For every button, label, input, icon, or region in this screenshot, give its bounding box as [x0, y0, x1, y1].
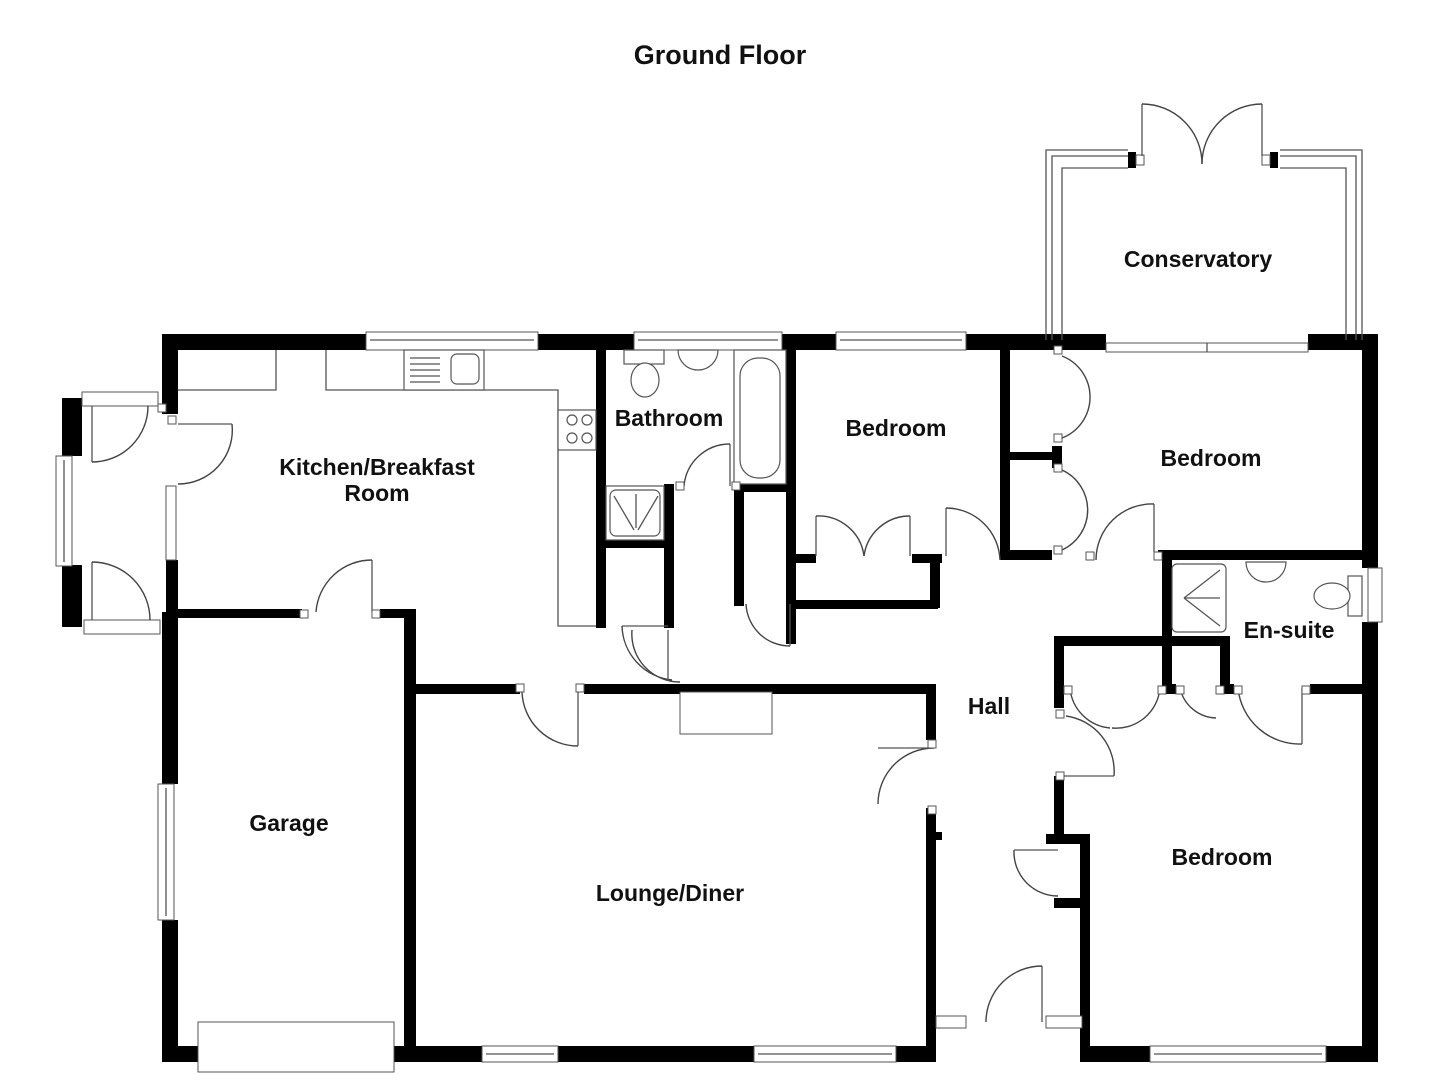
room-label-conservatory: Conservatory — [1123, 246, 1273, 272]
room-label-hall: Hall — [967, 693, 1011, 719]
windows — [55, 331, 1383, 1073]
walls — [62, 334, 1378, 1062]
room-label-lounge-diner: Lounge/Diner — [595, 880, 745, 906]
door-posts — [157, 345, 1311, 815]
room-label-bedroom-3: Bedroom — [1171, 844, 1273, 870]
doors — [91, 355, 1303, 1023]
conservatory-frame — [1045, 103, 1363, 340]
room-label-kitchen: Kitchen/Breakfast Room — [279, 454, 475, 506]
room-label-bathroom: Bathroom — [614, 405, 724, 431]
kitchen-name-line1: Kitchen/Breakfast — [279, 454, 475, 480]
kitchen-fittings — [178, 349, 597, 627]
kitchen-name-line2: Room — [344, 480, 410, 506]
room-label-en-suite: En-suite — [1243, 617, 1335, 643]
plan-title: Ground Floor — [633, 40, 807, 70]
room-label-garage: Garage — [249, 810, 329, 836]
room-label-bedroom-1: Bedroom — [845, 415, 947, 441]
room-label-bedroom-2: Bedroom — [1160, 445, 1262, 471]
en-suite-fittings — [1171, 561, 1363, 633]
bathroom-fittings — [605, 349, 787, 541]
